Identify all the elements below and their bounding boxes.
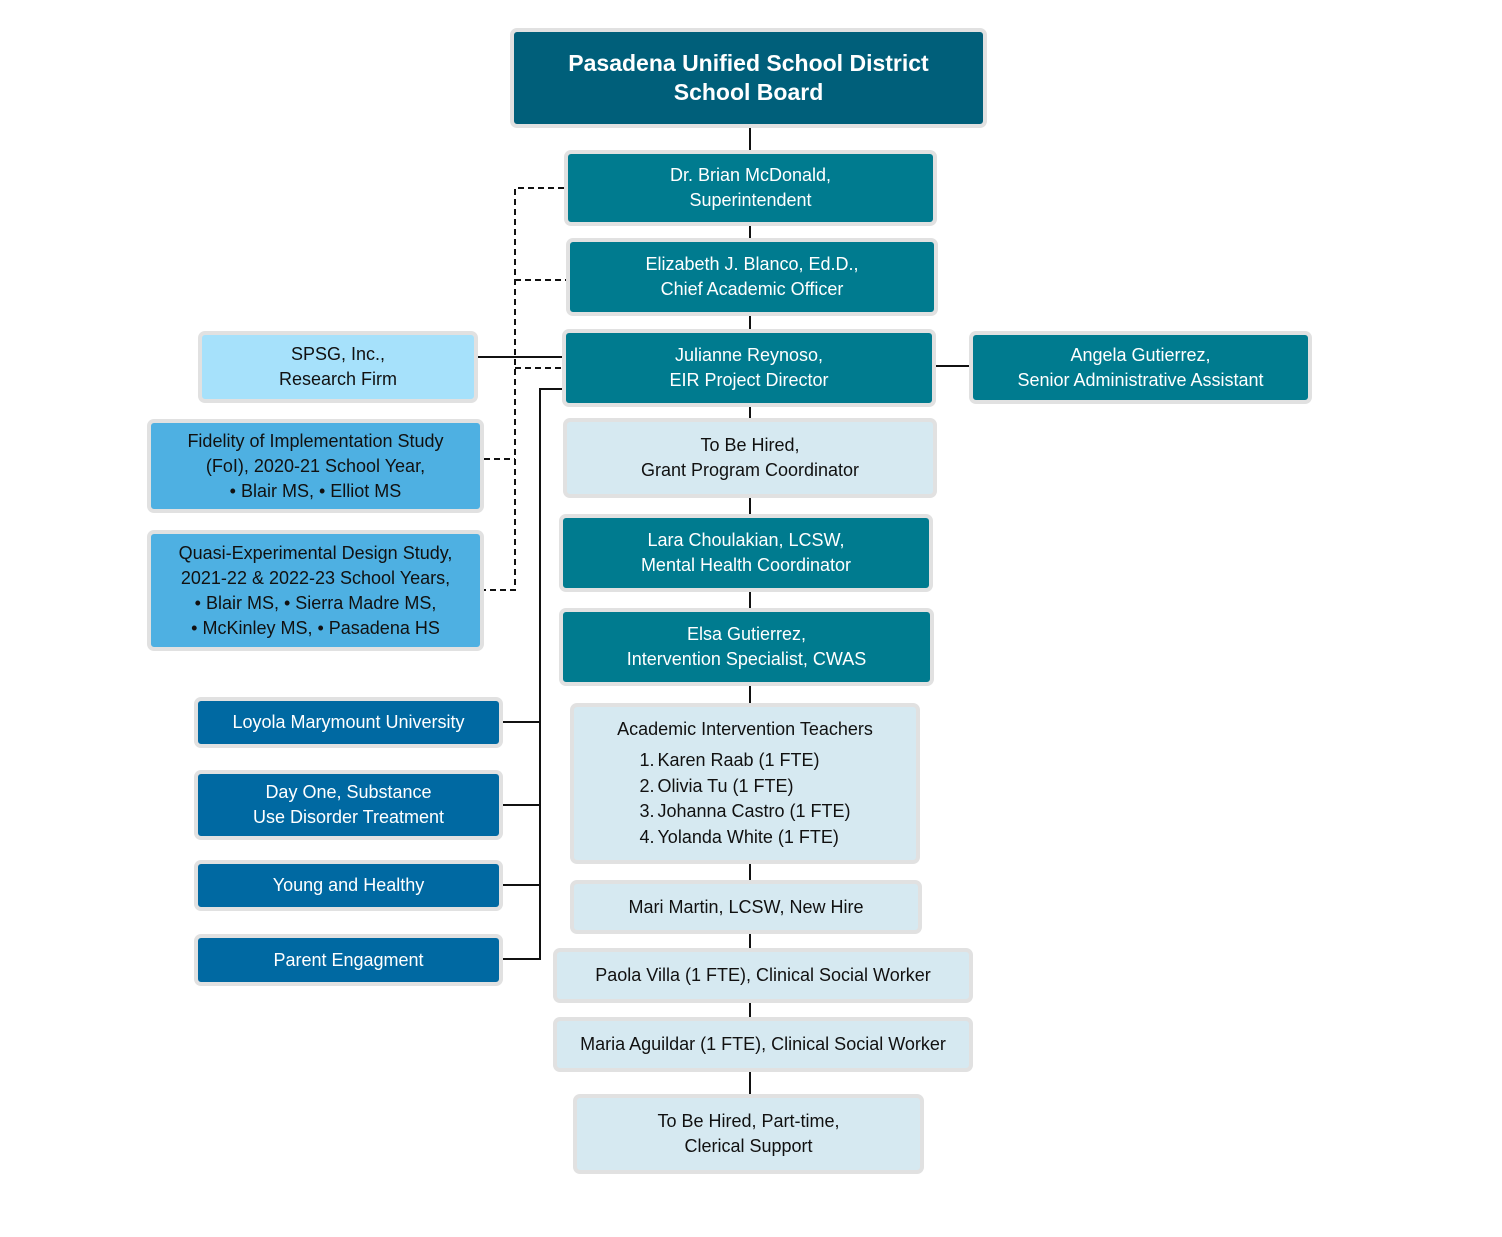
teacher-name: Karen Raab (1 FTE) xyxy=(657,750,820,770)
teacher-item: 3.Johanna Castro (1 FTE) xyxy=(639,799,850,825)
connector-partners-trunk xyxy=(503,388,562,960)
node-line: Dr. Brian McDonald, xyxy=(669,165,832,185)
node-line: SPSG, Inc., xyxy=(290,344,386,364)
node-line: EIR Project Director xyxy=(669,370,829,390)
superintendent-node: Dr. Brian McDonald, Superintendent xyxy=(564,150,937,226)
teachers-title: Academic Intervention Teachers xyxy=(617,719,873,739)
node-line: Julianne Reynoso, xyxy=(674,345,824,365)
mental-health-coordinator-node: Lara Choulakian, LCSW, Mental Health Coo… xyxy=(559,514,933,592)
node-line: • Blair MS, • Sierra Madre MS, xyxy=(194,592,437,613)
qed-study-node: Quasi-Experimental Design Study, 2021-22… xyxy=(147,530,484,651)
node-line: Elsa Gutierrez, xyxy=(686,624,807,644)
foi-study-node: Fidelity of Implementation Study (FoI), … xyxy=(147,419,484,513)
teachers-list: 1.Karen Raab (1 FTE) 2.Olivia Tu (1 FTE)… xyxy=(639,748,850,850)
node-line: Use Disorder Treatment xyxy=(252,807,445,827)
teacher-name: Yolanda White (1 FTE) xyxy=(657,826,839,847)
node-line: Grant Program Coordinator xyxy=(640,460,860,480)
maria-aguildar-node: Maria Aguildar (1 FTE), Clinical Social … xyxy=(553,1017,973,1072)
teacher-number: 4. xyxy=(639,826,655,847)
node-line: Mental Health Coordinator xyxy=(640,555,852,575)
intervention-specialist-node: Elsa Gutierrez, Intervention Specialist,… xyxy=(559,608,934,686)
partner-day-one-node: Day One, Substance Use Disorder Treatmen… xyxy=(194,770,503,840)
teacher-number: 1. xyxy=(639,750,655,770)
teacher-item: 4.Yolanda White (1 FTE) xyxy=(639,825,850,851)
eir-project-director-node: Julianne Reynoso, EIR Project Director xyxy=(562,329,936,407)
node-line: Clerical Support xyxy=(684,1136,813,1156)
grant-program-coordinator-node: To Be Hired, Grant Program Coordinator xyxy=(563,418,937,498)
node-line: (FoI), 2020-21 School Year, xyxy=(205,455,426,476)
node-line: Lara Choulakian, LCSW, xyxy=(647,530,845,550)
teacher-number: 2. xyxy=(639,775,655,796)
node-line: Pasadena Unified School District xyxy=(568,50,929,76)
node-line: Fidelity of Implementation Study xyxy=(187,430,444,451)
node-line: Quasi-Experimental Design Study, xyxy=(178,542,453,563)
node-line: Angela Gutierrez, xyxy=(1070,344,1211,365)
node-line: To Be Hired, xyxy=(700,435,800,455)
chief-academic-officer-node: Elizabeth J. Blanco, Ed.D., Chief Academ… xyxy=(566,238,938,316)
node-line: Superintendent xyxy=(689,190,812,210)
academic-intervention-teachers-node: Academic Intervention Teachers 1.Karen R… xyxy=(570,703,920,864)
node-line: Day One, Substance xyxy=(265,782,432,802)
node-line: School Board xyxy=(673,79,824,105)
dashed-connector-trunk xyxy=(484,187,564,591)
node-line: Chief Academic Officer xyxy=(660,279,844,299)
node-line: • Blair MS, • Elliot MS xyxy=(229,480,402,501)
paola-villa-node: Paola Villa (1 FTE), Clinical Social Wor… xyxy=(553,948,973,1003)
teacher-item: 2.Olivia Tu (1 FTE) xyxy=(639,774,850,800)
node-line: Paola Villa (1 FTE), Clinical Social Wor… xyxy=(595,965,931,985)
node-line: Parent Engagment xyxy=(273,949,424,970)
node-line: Senior Administrative Assistant xyxy=(1017,369,1264,390)
mari-martin-node: Mari Martin, LCSW, New Hire xyxy=(570,880,922,934)
research-firm-node: SPSG, Inc., Research Firm xyxy=(198,331,478,403)
partner-young-and-healthy-node: Young and Healthy xyxy=(194,860,503,911)
node-line: Elizabeth J. Blanco, Ed.D., xyxy=(645,254,859,274)
senior-admin-assistant-node: Angela Gutierrez, Senior Administrative … xyxy=(969,331,1312,404)
partner-loyola-marymount-node: Loyola Marymount University xyxy=(194,697,503,748)
node-line: Young and Healthy xyxy=(272,875,425,895)
teacher-name: Olivia Tu (1 FTE) xyxy=(657,775,794,796)
node-line: Maria Aguildar (1 FTE), Clinical Social … xyxy=(580,1034,946,1054)
teacher-name: Johanna Castro (1 FTE) xyxy=(657,801,851,821)
node-line: To Be Hired, Part-time, xyxy=(657,1111,840,1131)
clerical-support-node: To Be Hired, Part-time, Clerical Support xyxy=(573,1094,924,1174)
teacher-item: 1.Karen Raab (1 FTE) xyxy=(639,748,850,774)
school-board-node: Pasadena Unified School District School … xyxy=(510,28,987,128)
node-line: Loyola Marymount University xyxy=(232,712,465,732)
node-line: Intervention Specialist, CWAS xyxy=(626,649,867,669)
node-line: Mari Martin, LCSW, New Hire xyxy=(628,896,864,917)
node-line: Research Firm xyxy=(278,369,398,389)
node-line: 2021-22 & 2022-23 School Years, xyxy=(180,567,451,588)
partner-parent-engagement-node: Parent Engagment xyxy=(194,934,503,986)
teacher-number: 3. xyxy=(639,801,655,821)
node-line: • McKinley MS, • Pasadena HS xyxy=(191,617,440,638)
